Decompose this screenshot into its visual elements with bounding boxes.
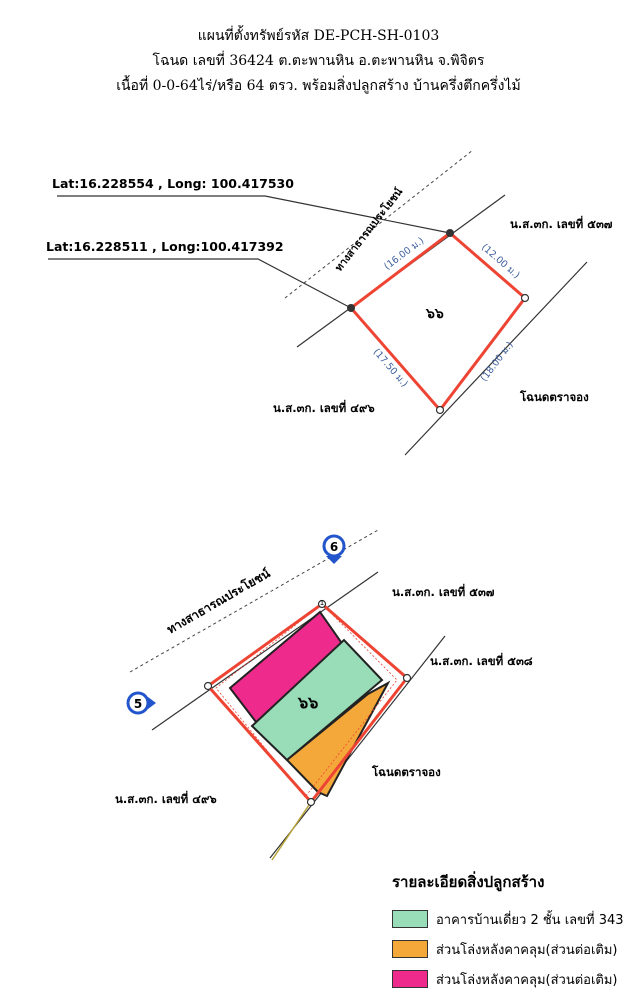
parcel-number-bottom: ๖๖ bbox=[297, 693, 318, 712]
building-legend: รายละเอียดสิ่งปลูกสร้าง อาคารบ้านเดี่ยว … bbox=[392, 870, 632, 994]
location-map-top: Lat:16.228554 , Long: 100.417530 Lat:16.… bbox=[46, 149, 613, 456]
gps-point-1 bbox=[446, 229, 454, 237]
vertex-east bbox=[520, 293, 530, 303]
neighbor-sw-bottom: น.ส.๓ก. เลขที่ ๔๙๖ bbox=[115, 790, 217, 806]
legend-label: อาคารบ้านเดี่ยว 2 ชั้น เลขที่ 343 bbox=[436, 912, 624, 928]
coord-2-leader bbox=[48, 258, 352, 309]
south-tail-line bbox=[271, 801, 312, 861]
neighbor-right-bottom: น.ส.๓ก. เลขที่ ๕๓๘ bbox=[430, 652, 533, 668]
side-line-right-2 bbox=[269, 635, 446, 859]
vertex-north-2 bbox=[317, 599, 327, 609]
legend-swatch-green bbox=[392, 910, 428, 928]
view-marker-5: 5 bbox=[126, 691, 156, 715]
legend-swatch-pink bbox=[392, 970, 428, 988]
legend-title: รายละเอียดสิ่งปลูกสร้าง bbox=[392, 873, 545, 891]
neighbor-se-top: โฉนดตราจอง bbox=[519, 389, 589, 404]
inner-dashed-outline bbox=[215, 603, 398, 798]
green-house-343 bbox=[250, 638, 384, 762]
legend-item-orange: ส่วนโล่งหลังคาคลุม(ส่วนต่อเติม) bbox=[392, 934, 632, 964]
legend-label: ส่วนโล่งหลังคาคลุม(ส่วนต่อเติม) bbox=[436, 972, 618, 988]
view-marker-6: 6 bbox=[322, 534, 346, 564]
vertex-west-2 bbox=[203, 681, 213, 691]
marker-5-label: 5 bbox=[134, 697, 142, 711]
header-title: แผนที่ตั้งทรัพย์รหัส DE-PCH-SH-0103 bbox=[197, 28, 440, 44]
neighbor-top-bottom: น.ส.๓ก. เลขที่ ๕๓๗ bbox=[392, 583, 495, 599]
marker-6-label: 6 bbox=[330, 540, 338, 554]
road-dashed-line bbox=[284, 149, 474, 299]
marker-1-label: 1 bbox=[320, 599, 324, 607]
header-area: เนื้อที่ 0-0-64ไร่/หรือ 64 ตรว. พร้อมสิ่… bbox=[116, 78, 521, 94]
neighbor-se-bottom: โฉนดตราจอง bbox=[371, 764, 441, 779]
vertex-south bbox=[435, 405, 445, 415]
coord-1-label: Lat:16.228554 , Long: 100.417530 bbox=[52, 176, 294, 191]
gps-point-2 bbox=[347, 304, 355, 312]
legend-label: ส่วนโล่งหลังคาคลุม(ส่วนต่อเติม) bbox=[436, 942, 618, 958]
legend-item-house: อาคารบ้านเดี่ยว 2 ชั้น เลขที่ 343 bbox=[392, 904, 632, 934]
header-deed: โฉนด เลขที่ 36424 ต.ตะพานหิน อ.ตะพานหิน … bbox=[152, 53, 485, 69]
neighbor-sw-top: น.ส.๓ก. เลขที่ ๔๙๖ bbox=[273, 399, 375, 415]
neighbor-ne-top: น.ส.๓ก. เลขที่ ๕๓๗ bbox=[510, 215, 613, 231]
vertex-east-2 bbox=[402, 673, 412, 683]
legend-swatch-orange bbox=[392, 940, 428, 958]
coord-2-label: Lat:16.228511 , Long:100.417392 bbox=[46, 239, 284, 254]
legend-item-pink: ส่วนโล่งหลังคาคลุม(ส่วนต่อเติม) bbox=[392, 964, 632, 994]
road-label-bottom: ทางสาธารณประโยชน์ bbox=[164, 565, 273, 637]
coord-1-leader bbox=[57, 195, 451, 234]
side-boundary-line-right bbox=[404, 261, 588, 456]
map-header: แผนที่ตั้งทรัพย์รหัส DE-PCH-SH-0103 โฉนด… bbox=[0, 24, 637, 99]
parcel-number-top: ๖๖ bbox=[425, 306, 444, 322]
vertex-south-2 bbox=[306, 797, 316, 807]
front-line-2 bbox=[151, 571, 379, 731]
